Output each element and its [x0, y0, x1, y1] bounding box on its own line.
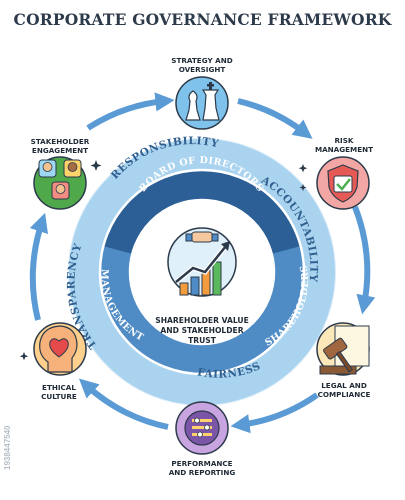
people-icon	[38, 159, 82, 200]
strategy-node	[175, 76, 229, 130]
growth-chart-icon	[167, 227, 237, 297]
center-line-3: TRUST	[188, 336, 217, 345]
chess-pieces-icon	[185, 82, 220, 121]
checkmark-icon	[336, 178, 351, 191]
arrow-to-ethical	[78, 378, 169, 430]
page-title: CORPORATE GOVERNANCE FRAMEWORK	[13, 10, 392, 29]
risk-node	[316, 156, 370, 210]
stock-id-text: 1938447540	[3, 425, 12, 470]
gavel-icon	[323, 337, 354, 373]
stakeholder-node	[33, 156, 87, 210]
performance-label: PERFORMANCE AND REPORTING	[168, 459, 236, 477]
arrow-to-performance	[230, 392, 319, 434]
performance-node	[175, 401, 229, 455]
arrow-to-legal	[352, 205, 376, 315]
center-line-1: SHAREHOLDER VALUE	[155, 316, 249, 325]
center-line-2: AND STAKEHOLDER	[160, 326, 243, 335]
arrow-to-risk	[237, 98, 313, 139]
handshake-icon	[185, 231, 219, 243]
arrow-to-strategy	[86, 92, 175, 131]
ethical-node	[33, 322, 87, 376]
ethical-label: ETHICAL CULTURE	[41, 383, 77, 401]
strategy-label: STRATEGY AND OVERSIGHT	[171, 56, 233, 74]
sparkle-decorations	[19, 160, 308, 361]
cycle-arrows	[29, 92, 376, 434]
stakeholder-label: STAKEHOLDER ENGAGEMENT	[30, 137, 90, 155]
heart-icon	[49, 338, 69, 358]
arrow-to-stakeholder	[29, 212, 49, 321]
outer-ring	[68, 138, 336, 406]
risk-label: RISK MANAGEMENT	[314, 136, 374, 154]
legal-label: LEGAL AND COMPLIANCE	[317, 381, 371, 399]
legal-node	[316, 322, 370, 376]
